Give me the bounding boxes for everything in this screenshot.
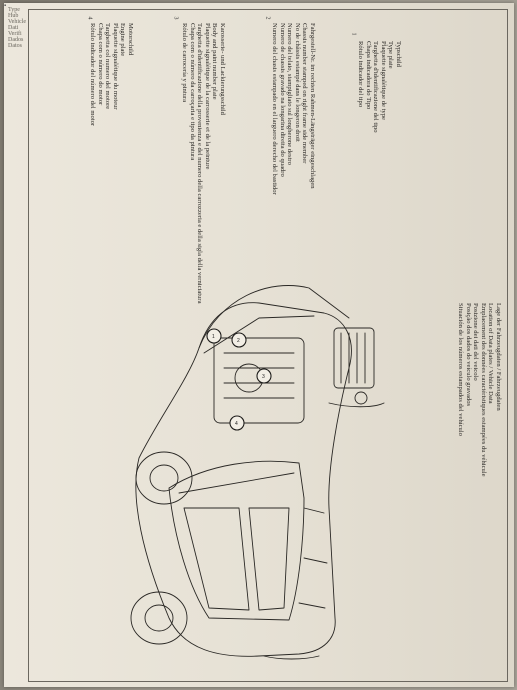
text-line: Type plate xyxy=(387,41,395,69)
star-emblem xyxy=(354,391,368,405)
front-bumper xyxy=(328,402,385,408)
hood-edge xyxy=(203,315,315,354)
body-outline xyxy=(135,302,352,657)
section-marker-2: 2 xyxy=(264,16,271,20)
corner-mark: ▪ xyxy=(4,3,7,9)
text-line: Numero del telaio, stampigliato sul long… xyxy=(286,23,294,165)
section-chassis-number: Fahrgestell-Nr. im rechten Rahmen-Längst… xyxy=(270,23,316,195)
front-hub xyxy=(149,464,179,492)
margin-labels: Type Hub Vehicle Dati Verifi Dados Datos xyxy=(8,7,30,49)
text-line: Typschild xyxy=(395,41,402,67)
callout-1-label: 1 xyxy=(212,334,215,340)
margin-label: Type xyxy=(8,7,20,13)
caption-line: Situación de los números estampados del … xyxy=(457,303,465,436)
engine-bay xyxy=(213,337,305,424)
door-lines xyxy=(298,507,328,609)
text-line: Fahrgestell-Nr. im rechten Rahmen-Längst… xyxy=(309,23,316,189)
callout-2 xyxy=(231,332,247,348)
open-hood xyxy=(198,285,350,349)
rear-wheel xyxy=(130,591,188,645)
rear-bumper xyxy=(263,655,320,660)
text-line: Chapa com o número do motor xyxy=(96,23,104,106)
rear-window xyxy=(183,507,250,611)
margin-label: Vehicle xyxy=(8,19,26,25)
callout-4-label: 4 xyxy=(235,421,238,427)
section-marker-1: 1 xyxy=(350,32,357,36)
windshield-line xyxy=(178,472,295,494)
front-grille xyxy=(333,327,375,389)
margin-label: Dati xyxy=(8,25,19,31)
text-line: Targhetta col numero del motore xyxy=(104,23,112,110)
margin-label: Dados xyxy=(8,37,24,43)
margin-label: Hub xyxy=(8,13,19,19)
text-line: Numero de chassis gravado na longarina d… xyxy=(278,23,286,177)
figure-caption: Lage der Fahrzeugdaten / Fahrzeugdaten L… xyxy=(456,303,502,477)
text-line: Rótulo indicador del número del motor xyxy=(89,23,97,127)
caption-line: Emplacement des données caractéristiques… xyxy=(479,303,487,477)
margin-label: Datos xyxy=(8,43,22,49)
caption-line: Posição dos dados do veículo gravados xyxy=(464,303,472,407)
text-line: Plaquette signalétique du moteur xyxy=(111,23,119,110)
text-line: Motorschild xyxy=(127,23,134,56)
page-frame xyxy=(28,9,508,682)
section-type-plate: Typschild Type plate Plaquette signaléti… xyxy=(356,41,402,133)
side-window xyxy=(248,507,290,611)
text-line: Rótulo indicador del tipo xyxy=(357,41,365,108)
caption-line: Posizione dei dati del veicolo xyxy=(472,303,480,381)
callout-3-label: 3 xyxy=(262,374,265,380)
callout-4 xyxy=(229,415,245,431)
text-line: Chapa indicadora do Tipo xyxy=(364,41,372,110)
text-line: Chassis number stamped on right frame si… xyxy=(301,23,309,164)
caption-line: Lage der Fahrzeugdaten / Fahrzeugdaten xyxy=(495,303,502,411)
margin-label: Verifi xyxy=(8,31,22,37)
section-engine-plate: Motorschild Engine plate Plaquette signa… xyxy=(88,23,134,126)
text-line: Targhetta d'identificazione del tipo xyxy=(372,41,380,133)
text-line: No de châssis estampé dans le longeron d… xyxy=(293,23,301,142)
section-marker-3: 3 xyxy=(172,16,179,20)
text-line: Plaquette signalétique de type xyxy=(379,41,387,120)
text-line: Engine plate xyxy=(119,23,127,57)
section-marker-4: 4 xyxy=(86,16,93,20)
caption-line: Location of Data plates / Vehicle Data xyxy=(487,303,495,404)
callout-2-label: 2 xyxy=(237,338,240,344)
grille-bars xyxy=(340,332,366,384)
callout-1 xyxy=(206,328,222,344)
car-illustration: 1 2 3 4 xyxy=(130,285,385,660)
manual-page: ▪ Type Hub Vehicle Dati Verifi Dados Dat… xyxy=(4,3,514,687)
callout-3 xyxy=(256,368,272,384)
text-line: Numero del chasis estampado en el largue… xyxy=(271,23,279,195)
rear-hub xyxy=(144,604,174,632)
roof-outline xyxy=(168,460,305,621)
front-wheel xyxy=(135,451,193,505)
